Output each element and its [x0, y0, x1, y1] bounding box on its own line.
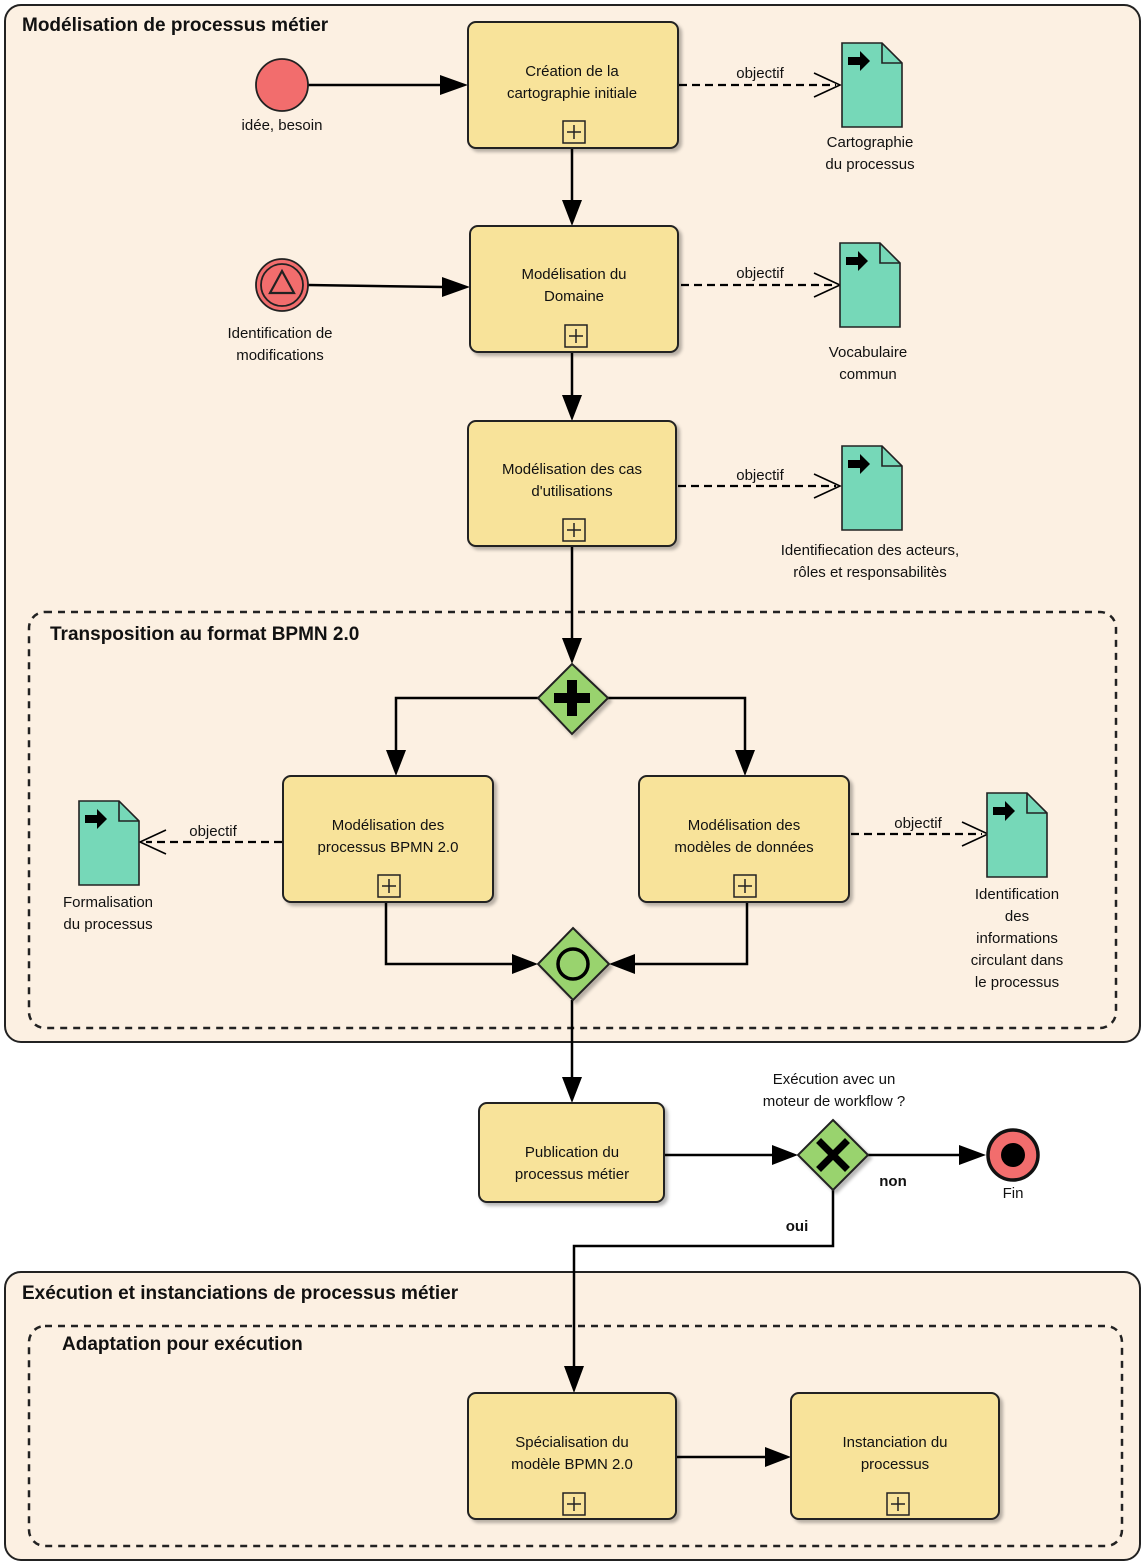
start-event[interactable]: idée, besoin: [242, 58, 323, 134]
task-modelisation-donnees[interactable]: Modélisation des modèles de données: [638, 775, 850, 903]
task-label-line1: Création de la: [525, 63, 619, 80]
artifact-label-line4: circulant dans: [971, 952, 1064, 969]
task-label-line1: Instanciation du: [842, 1434, 947, 1451]
triangle-icon: [268, 268, 296, 295]
task-label-line1: Modélisation des: [332, 817, 445, 834]
document-icon: [839, 242, 901, 328]
artifact-vocabulaire[interactable]: Vocabulaire commun: [829, 242, 907, 383]
task-instanciation[interactable]: Instanciation du processus: [790, 1392, 1000, 1520]
association-label: objectif: [736, 65, 784, 82]
association-label: objectif: [736, 467, 784, 484]
artifact-formalisation[interactable]: Formalisation du processus: [63, 800, 153, 933]
start-event-label: idée, besoin: [242, 117, 323, 134]
associations: [146, 83, 982, 844]
artifact-label-line1: Vocabulaire: [829, 344, 907, 361]
artifact-label-line5: le processus: [975, 974, 1059, 991]
artifact-label-line2: du processus: [63, 916, 152, 933]
document-icon: [841, 445, 903, 531]
task-label-line2: processus: [861, 1456, 929, 1473]
pool-execution-title: Exécution et instanciations de processus…: [22, 1283, 459, 1304]
sequence-flows: [307, 83, 961, 1459]
task-modelisation-cas[interactable]: Modélisation des cas d'utilisations: [467, 420, 677, 547]
exclusive-gateway[interactable]: Exécution avec un moteur de workflow ? n…: [763, 1071, 907, 1235]
task-publication[interactable]: Publication du processus métier: [478, 1102, 665, 1203]
task-label-line2: processus BPMN 2.0: [318, 839, 459, 856]
association-label: objectif: [189, 823, 237, 840]
signal-event-label-line1: Identification de: [227, 325, 332, 342]
task-label-line1: Modélisation du: [521, 266, 626, 283]
parallel-gateway[interactable]: [536, 662, 610, 736]
task-modelisation-processus-bpmn[interactable]: Modélisation des processus BPMN 2.0: [282, 775, 494, 903]
association-label: objectif: [894, 815, 942, 832]
artifact-informations[interactable]: Identification des informations circulan…: [971, 792, 1064, 991]
artifact-label-line1: Cartographie: [827, 134, 914, 151]
subprocess-bpmn-title: Transposition au format BPMN 2.0: [50, 624, 359, 645]
artifact-label-line2: rôles et responsabilitès: [793, 564, 946, 581]
task-label-line2: d'utilisations: [531, 483, 612, 500]
artifact-cartographie[interactable]: Cartographie du processus: [825, 42, 915, 173]
subprocess-exec: Adaptation pour exécution: [27, 1324, 1124, 1548]
task-label-line2: cartographie initiale: [507, 85, 637, 102]
gateway-question-line1: Exécution avec un: [773, 1071, 896, 1088]
document-icon: [78, 800, 140, 886]
signal-start-event[interactable]: Identification de modifications: [227, 258, 333, 364]
end-event-label: Fin: [1003, 1185, 1024, 1202]
artifact-label-line2: du processus: [825, 156, 914, 173]
document-icon: [841, 42, 903, 128]
artifact-label-line1: Formalisation: [63, 894, 153, 911]
end-event[interactable]: Fin: [986, 1128, 1040, 1202]
task-label-line1: Spécialisation du: [515, 1434, 628, 1451]
task-creation-cartographie[interactable]: Création de la cartographie initiale: [467, 21, 679, 149]
task-label-line2: modèle BPMN 2.0: [511, 1456, 633, 1473]
document-icon: [986, 792, 1048, 878]
task-label-line1: Publication du: [525, 1144, 619, 1161]
artifact-acteurs[interactable]: Identifiecation des acteurs, rôles et re…: [781, 445, 959, 581]
task-label-line1: Modélisation des: [688, 817, 801, 834]
task-specialisation[interactable]: Spécialisation du modèle BPMN 2.0: [467, 1392, 677, 1520]
task-label-line2: processus métier: [515, 1166, 629, 1183]
sequence-arrowheads: [386, 75, 986, 1467]
artifact-label-line1: Identifiecation des acteurs,: [781, 542, 959, 559]
gateway-yes-label: oui: [786, 1218, 809, 1235]
signal-event-label-line2: modifications: [236, 347, 324, 364]
artifact-label-line3: informations: [976, 930, 1058, 947]
cross-icon: [816, 1138, 850, 1172]
task-label-line1: Modélisation des cas: [502, 461, 642, 478]
pool-modelisation-title: Modélisation de processus métier: [22, 15, 329, 36]
task-label-line2: Domaine: [544, 288, 604, 305]
plus-icon: [554, 680, 590, 716]
association-label: objectif: [736, 265, 784, 282]
task-modelisation-domaine[interactable]: Modélisation du Domaine: [469, 225, 679, 353]
artifact-label-line1: Identification: [975, 886, 1059, 903]
circle-icon: [556, 947, 590, 981]
artifact-label-line2: des: [1005, 908, 1029, 925]
subprocess-exec-title: Adaptation pour exécution: [62, 1334, 303, 1355]
gateway-question-line2: moteur de workflow ?: [763, 1093, 906, 1110]
inclusive-gateway[interactable]: [536, 926, 611, 1002]
artifact-label-line2: commun: [839, 366, 897, 383]
gateway-no-label: non: [879, 1173, 907, 1190]
association-labels: objectif objectif objectif objectif obje…: [189, 65, 942, 840]
task-label-line2: modèles de données: [674, 839, 813, 856]
